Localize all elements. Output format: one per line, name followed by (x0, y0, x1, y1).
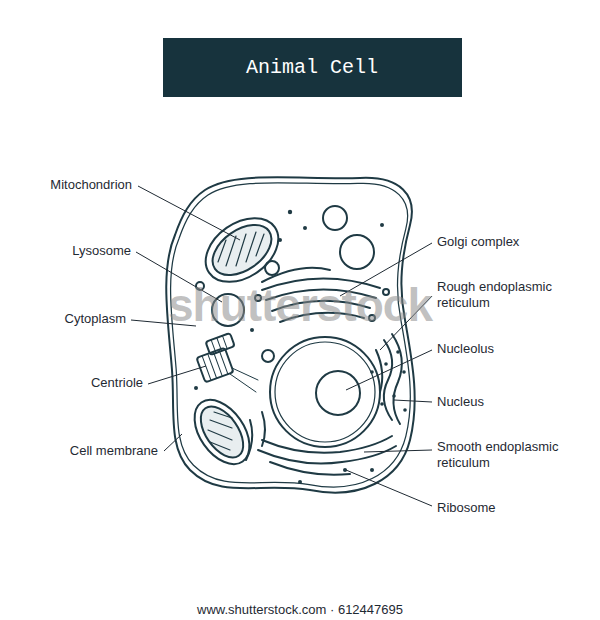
diagram-title: Animal Cell (162, 56, 462, 80)
part-label: Lysosome (72, 243, 131, 259)
part-label: Ribosome (437, 500, 496, 516)
part-label: Cell membrane (70, 443, 158, 459)
part-label: Rough endoplasmic reticulum (437, 279, 577, 311)
part-label: Mitochondrion (50, 177, 132, 193)
part-label: Golgi complex (437, 234, 519, 250)
part-label: Smooth endoplasmic reticulum (437, 439, 577, 471)
part-label: Cytoplasm (65, 311, 126, 327)
part-label: Centriole (91, 375, 143, 391)
title-band (163, 38, 462, 97)
watermark: shutterstock (168, 280, 432, 330)
part-label: Nucleolus (437, 341, 494, 357)
part-label: Nucleus (437, 394, 484, 410)
watermark-footer: www.shutterstock.com · 612447695 (197, 602, 403, 618)
